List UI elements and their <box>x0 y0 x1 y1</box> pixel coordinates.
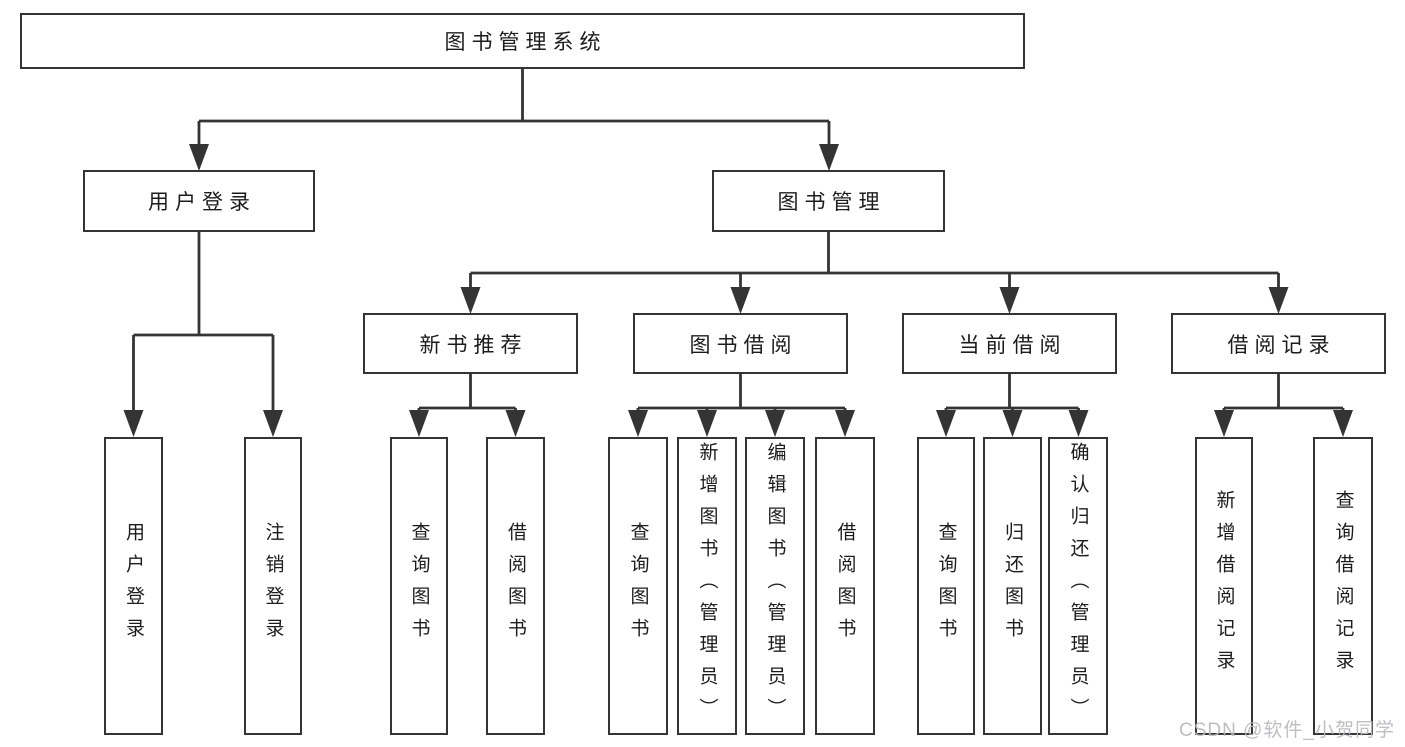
node-label: 用户登录 <box>123 522 144 650</box>
node-label: 新增图书（管理员） <box>696 442 718 730</box>
node-label: 查询图书 <box>408 522 430 650</box>
arrowhead-icons <box>123 144 1353 437</box>
leaf-borrow-books: 借阅图书 <box>815 437 875 735</box>
node-label: 借阅图书 <box>505 522 526 650</box>
node-label: 图书借阅 <box>689 333 798 357</box>
leaf-query-borrow-record: 查询借阅记录 <box>1313 437 1373 735</box>
node-label: 注销登录 <box>262 522 284 650</box>
node-label: 借阅记录 <box>1227 333 1336 357</box>
node-new-book-recommend: 新书推荐 <box>363 313 578 374</box>
node-user-login: 用户登录 <box>83 170 315 232</box>
connector-paths <box>132 68 1345 416</box>
leaf-user-login: 用户登录 <box>104 437 163 735</box>
leaf-query-books-current: 查询图书 <box>917 437 975 735</box>
leaf-return-books: 归还图书 <box>983 437 1042 735</box>
leaf-query-books-borrow: 查询图书 <box>608 437 668 735</box>
node-label: 新增借阅记录 <box>1213 490 1235 682</box>
node-label: 归还图书 <box>1002 522 1023 650</box>
node-label: 借阅图书 <box>834 522 856 650</box>
leaf-query-books-recommend: 查询图书 <box>390 437 448 735</box>
node-label: 查询图书 <box>627 522 649 650</box>
node-book-management: 图书管理 <box>712 170 945 232</box>
node-label: 查询图书 <box>935 522 957 650</box>
leaf-borrow-books-recommend: 借阅图书 <box>486 437 545 735</box>
node-label: 查询借阅记录 <box>1332 490 1354 682</box>
node-label: 当前借阅 <box>958 333 1067 357</box>
node-label: 新书推荐 <box>419 333 528 357</box>
csdn-watermark: CSDN @软件_小贺同学 <box>1179 720 1395 741</box>
leaf-add-borrow-record: 新增借阅记录 <box>1195 437 1253 735</box>
node-label: 图书管理系统 <box>444 31 607 54</box>
node-label: 用户登录 <box>148 191 256 214</box>
node-current-borrowing: 当前借阅 <box>902 313 1117 374</box>
node-book-borrowing: 图书借阅 <box>633 313 848 374</box>
node-label: 编辑图书（管理员） <box>764 442 786 730</box>
leaf-logout: 注销登录 <box>244 437 302 735</box>
leaf-edit-books-admin: 编辑图书（管理员） <box>745 437 805 735</box>
leaf-confirm-return-admin: 确认归还（管理员） <box>1048 437 1108 735</box>
node-borrowing-records: 借阅记录 <box>1171 313 1386 374</box>
leaf-add-books-admin: 新增图书（管理员） <box>677 437 737 735</box>
node-label: 确认归还（管理员） <box>1067 442 1089 730</box>
node-label: 图书管理 <box>777 191 886 214</box>
node-root: 图书管理系统 <box>20 13 1025 69</box>
